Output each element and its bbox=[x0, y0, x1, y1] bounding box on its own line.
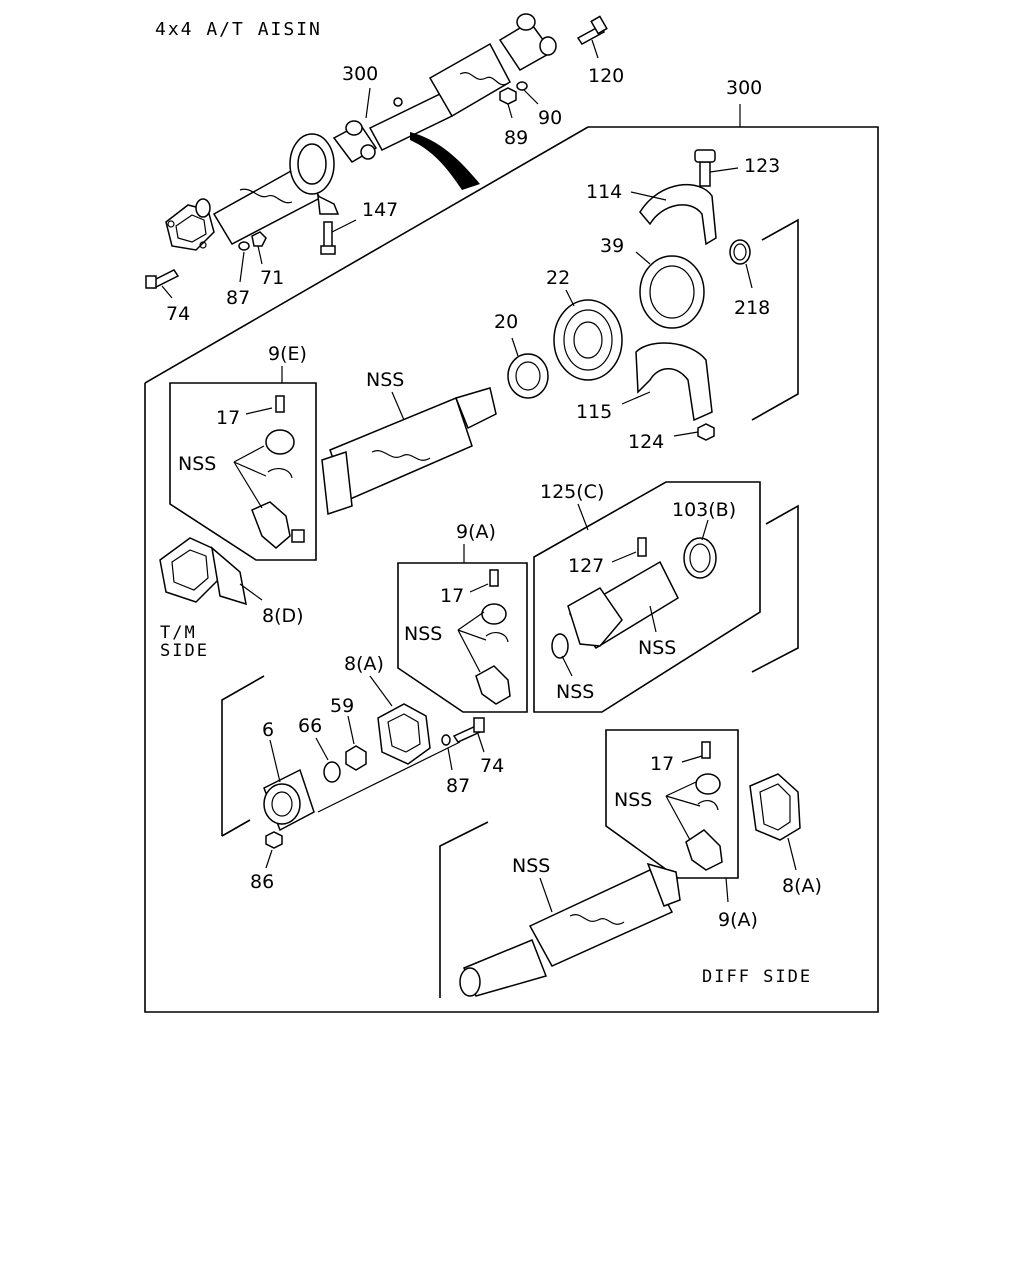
diff-side-label: DIFF SIDE bbox=[702, 967, 812, 987]
ujoint-kit-a-low-parts bbox=[685, 741, 723, 871]
callout-nss-slip-yoke: NSS bbox=[638, 637, 676, 659]
callout-9a-mid: 9(A) bbox=[456, 521, 496, 543]
callout-218: 218 bbox=[734, 297, 770, 319]
diagram-title: 4x4 A/T AISIN bbox=[155, 19, 322, 40]
rear-spline-shaft bbox=[459, 862, 681, 997]
callout-8a-mid: 8(A) bbox=[344, 653, 384, 675]
flange-set-bracket-low bbox=[221, 819, 251, 837]
callout-nss-a-mid: NSS bbox=[404, 623, 442, 645]
callout-20: 20 bbox=[494, 311, 518, 333]
leader-lines bbox=[161, 39, 797, 913]
callout-6: 6 bbox=[262, 719, 274, 741]
callout-147: 147 bbox=[362, 199, 398, 221]
callout-87-mid: 87 bbox=[446, 775, 470, 797]
callout-17-a-low: 17 bbox=[650, 753, 674, 775]
callout-127: 127 bbox=[568, 555, 604, 577]
callout-nss-e: NSS bbox=[178, 453, 216, 475]
callout-115: 115 bbox=[576, 401, 612, 423]
flange-set-parts bbox=[263, 703, 485, 849]
callout-nss-plug: NSS bbox=[556, 681, 594, 703]
flange-yoke-8a-low bbox=[749, 773, 801, 841]
callouts: 300 120 90 89 147 71 87 74 300 123 114 3… bbox=[160, 63, 822, 987]
callout-300-assembly: 300 bbox=[342, 63, 378, 85]
callout-103b: 103(B) bbox=[672, 499, 736, 521]
tm-side-label-line1: T/M bbox=[160, 623, 197, 643]
bearing-detail-bracket bbox=[751, 218, 799, 421]
callout-87-upper: 87 bbox=[226, 287, 250, 309]
ujoint-kit-e-parts bbox=[251, 395, 305, 549]
center-bearing-parts bbox=[507, 149, 751, 441]
detail-arrow bbox=[410, 132, 480, 190]
frame-diagonal bbox=[144, 126, 589, 384]
ujoint-kit-a-mid-parts bbox=[475, 569, 511, 705]
callout-74-mid: 74 bbox=[480, 755, 504, 777]
callout-8a-low: 8(A) bbox=[782, 875, 822, 897]
callout-9a-low: 9(A) bbox=[718, 909, 758, 931]
callout-74-upper: 74 bbox=[166, 303, 190, 325]
callout-66: 66 bbox=[298, 715, 322, 737]
callout-125c: 125(C) bbox=[540, 481, 604, 503]
tm-side-label-line2: SIDE bbox=[160, 641, 209, 661]
propeller-shaft-assembly bbox=[145, 13, 608, 289]
rear-shaft-bracket bbox=[439, 821, 489, 998]
slip-yoke-box bbox=[533, 481, 761, 713]
flange-set-bracket bbox=[221, 675, 265, 836]
ujoint-kit-box-a-mid bbox=[397, 562, 528, 713]
callout-nss-a-low: NSS bbox=[614, 789, 652, 811]
ujoint-kit-box-a-low bbox=[605, 729, 739, 879]
callout-17-e: 17 bbox=[216, 407, 240, 429]
callout-17-a-mid: 17 bbox=[440, 585, 464, 607]
callout-8d: 8(D) bbox=[262, 605, 304, 627]
callout-22: 22 bbox=[546, 267, 570, 289]
slip-yoke-bracket bbox=[751, 504, 799, 673]
callout-114: 114 bbox=[586, 181, 622, 203]
callout-120: 120 bbox=[588, 65, 624, 87]
callout-39: 39 bbox=[600, 235, 624, 257]
callout-86: 86 bbox=[250, 871, 274, 893]
assembly-axis bbox=[317, 741, 461, 813]
callout-90: 90 bbox=[538, 107, 562, 129]
callout-nss-front-shaft: NSS bbox=[366, 369, 404, 391]
callout-124: 124 bbox=[628, 431, 664, 453]
callout-89: 89 bbox=[504, 127, 528, 149]
slip-yoke-parts bbox=[551, 537, 717, 659]
exploded-view-frame bbox=[144, 126, 879, 1013]
flange-yoke-8d bbox=[159, 537, 247, 606]
callout-59: 59 bbox=[330, 695, 354, 717]
callout-300-box: 300 bbox=[726, 77, 762, 99]
callout-9e: 9(E) bbox=[268, 343, 307, 365]
callout-123: 123 bbox=[744, 155, 780, 177]
ujoint-kit-box-e bbox=[169, 382, 317, 561]
callout-71: 71 bbox=[260, 267, 284, 289]
callout-nss-rear-shaft: NSS bbox=[512, 855, 550, 877]
front-slip-shaft bbox=[321, 387, 497, 516]
